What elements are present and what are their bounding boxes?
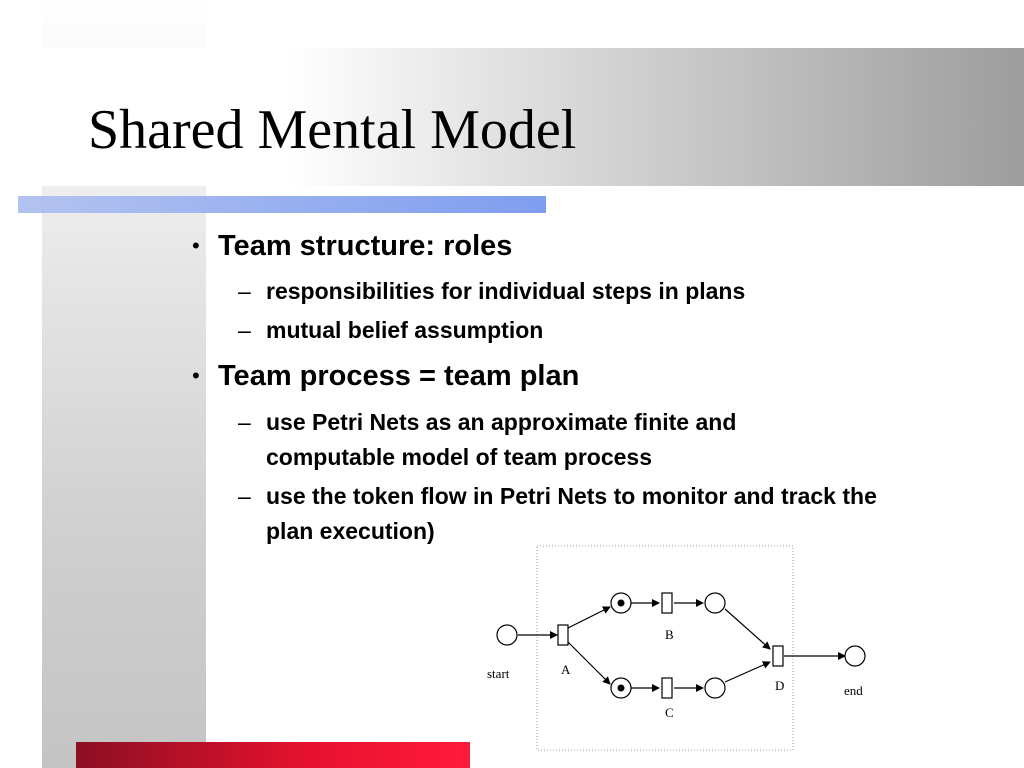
token-b	[617, 599, 625, 607]
sub-bullet-responsibilities: – responsibilities for individual steps …	[238, 274, 926, 309]
label-end: end	[844, 683, 863, 698]
bullet-mark: •	[192, 233, 200, 258]
transition-a	[557, 624, 569, 646]
bullet-list: • Team structure: roles – responsibiliti…	[186, 228, 926, 559]
place-c-out	[704, 677, 726, 699]
label-d: D	[775, 678, 784, 693]
transition-b	[661, 592, 673, 614]
arc-a-to-b-place	[567, 606, 611, 629]
background-gradient-top	[0, 48, 1024, 186]
title-underline-bar	[18, 196, 546, 213]
place-end	[844, 645, 866, 667]
label-start: start	[487, 666, 510, 681]
dash-mark: –	[238, 408, 251, 435]
transition-c	[661, 677, 673, 699]
dash-mark: –	[238, 482, 251, 509]
sub-bullet-text: use the token flow in Petri Nets to moni…	[266, 482, 877, 544]
footer-red-bar	[76, 742, 470, 768]
sub-bullet-text: mutual belief assumption	[266, 317, 544, 344]
bullet-text: Team structure: roles	[218, 230, 513, 262]
place-b-out	[704, 592, 726, 614]
label-a: A	[561, 662, 571, 677]
label-b: B	[665, 627, 674, 642]
label-c: C	[665, 705, 674, 720]
transition-d	[772, 645, 784, 667]
sub-bullet-text: use Petri Nets as an approximate finite …	[266, 408, 737, 470]
sub-bullet-text: responsibilities for individual steps in…	[266, 278, 746, 305]
petri-net-svg: start A B C D end	[487, 545, 866, 751]
dash-mark: –	[238, 317, 251, 344]
bullet-text: Team process = team plan	[218, 360, 580, 393]
place-start	[496, 624, 518, 646]
petri-net-diagram: start A B C D end	[470, 540, 890, 760]
sub-bullet-token-flow: – use the token flow in Petri Nets to mo…	[238, 479, 896, 549]
sub-bullets-team-structure: – responsibilities for individual steps …	[186, 274, 926, 348]
bullet-team-process: • Team process = team plan	[186, 358, 926, 394]
sub-bullets-team-process: – use Petri Nets as an approximate finit…	[186, 405, 926, 549]
arc-b-out-to-d	[724, 608, 771, 650]
sub-bullet-mutual-belief: – mutual belief assumption	[238, 313, 926, 348]
arc-c-out-to-d	[724, 661, 771, 683]
token-c	[617, 684, 625, 692]
sub-bullet-petri-model: – use Petri Nets as an approximate finit…	[238, 405, 836, 475]
dash-mark: –	[238, 278, 251, 305]
bullet-team-structure: • Team structure: roles	[186, 228, 926, 264]
slide-title: Shared Mental Model	[88, 99, 577, 161]
dotted-frame	[536, 545, 794, 751]
arc-a-to-c-place	[567, 641, 611, 685]
bullet-mark: •	[192, 363, 200, 389]
